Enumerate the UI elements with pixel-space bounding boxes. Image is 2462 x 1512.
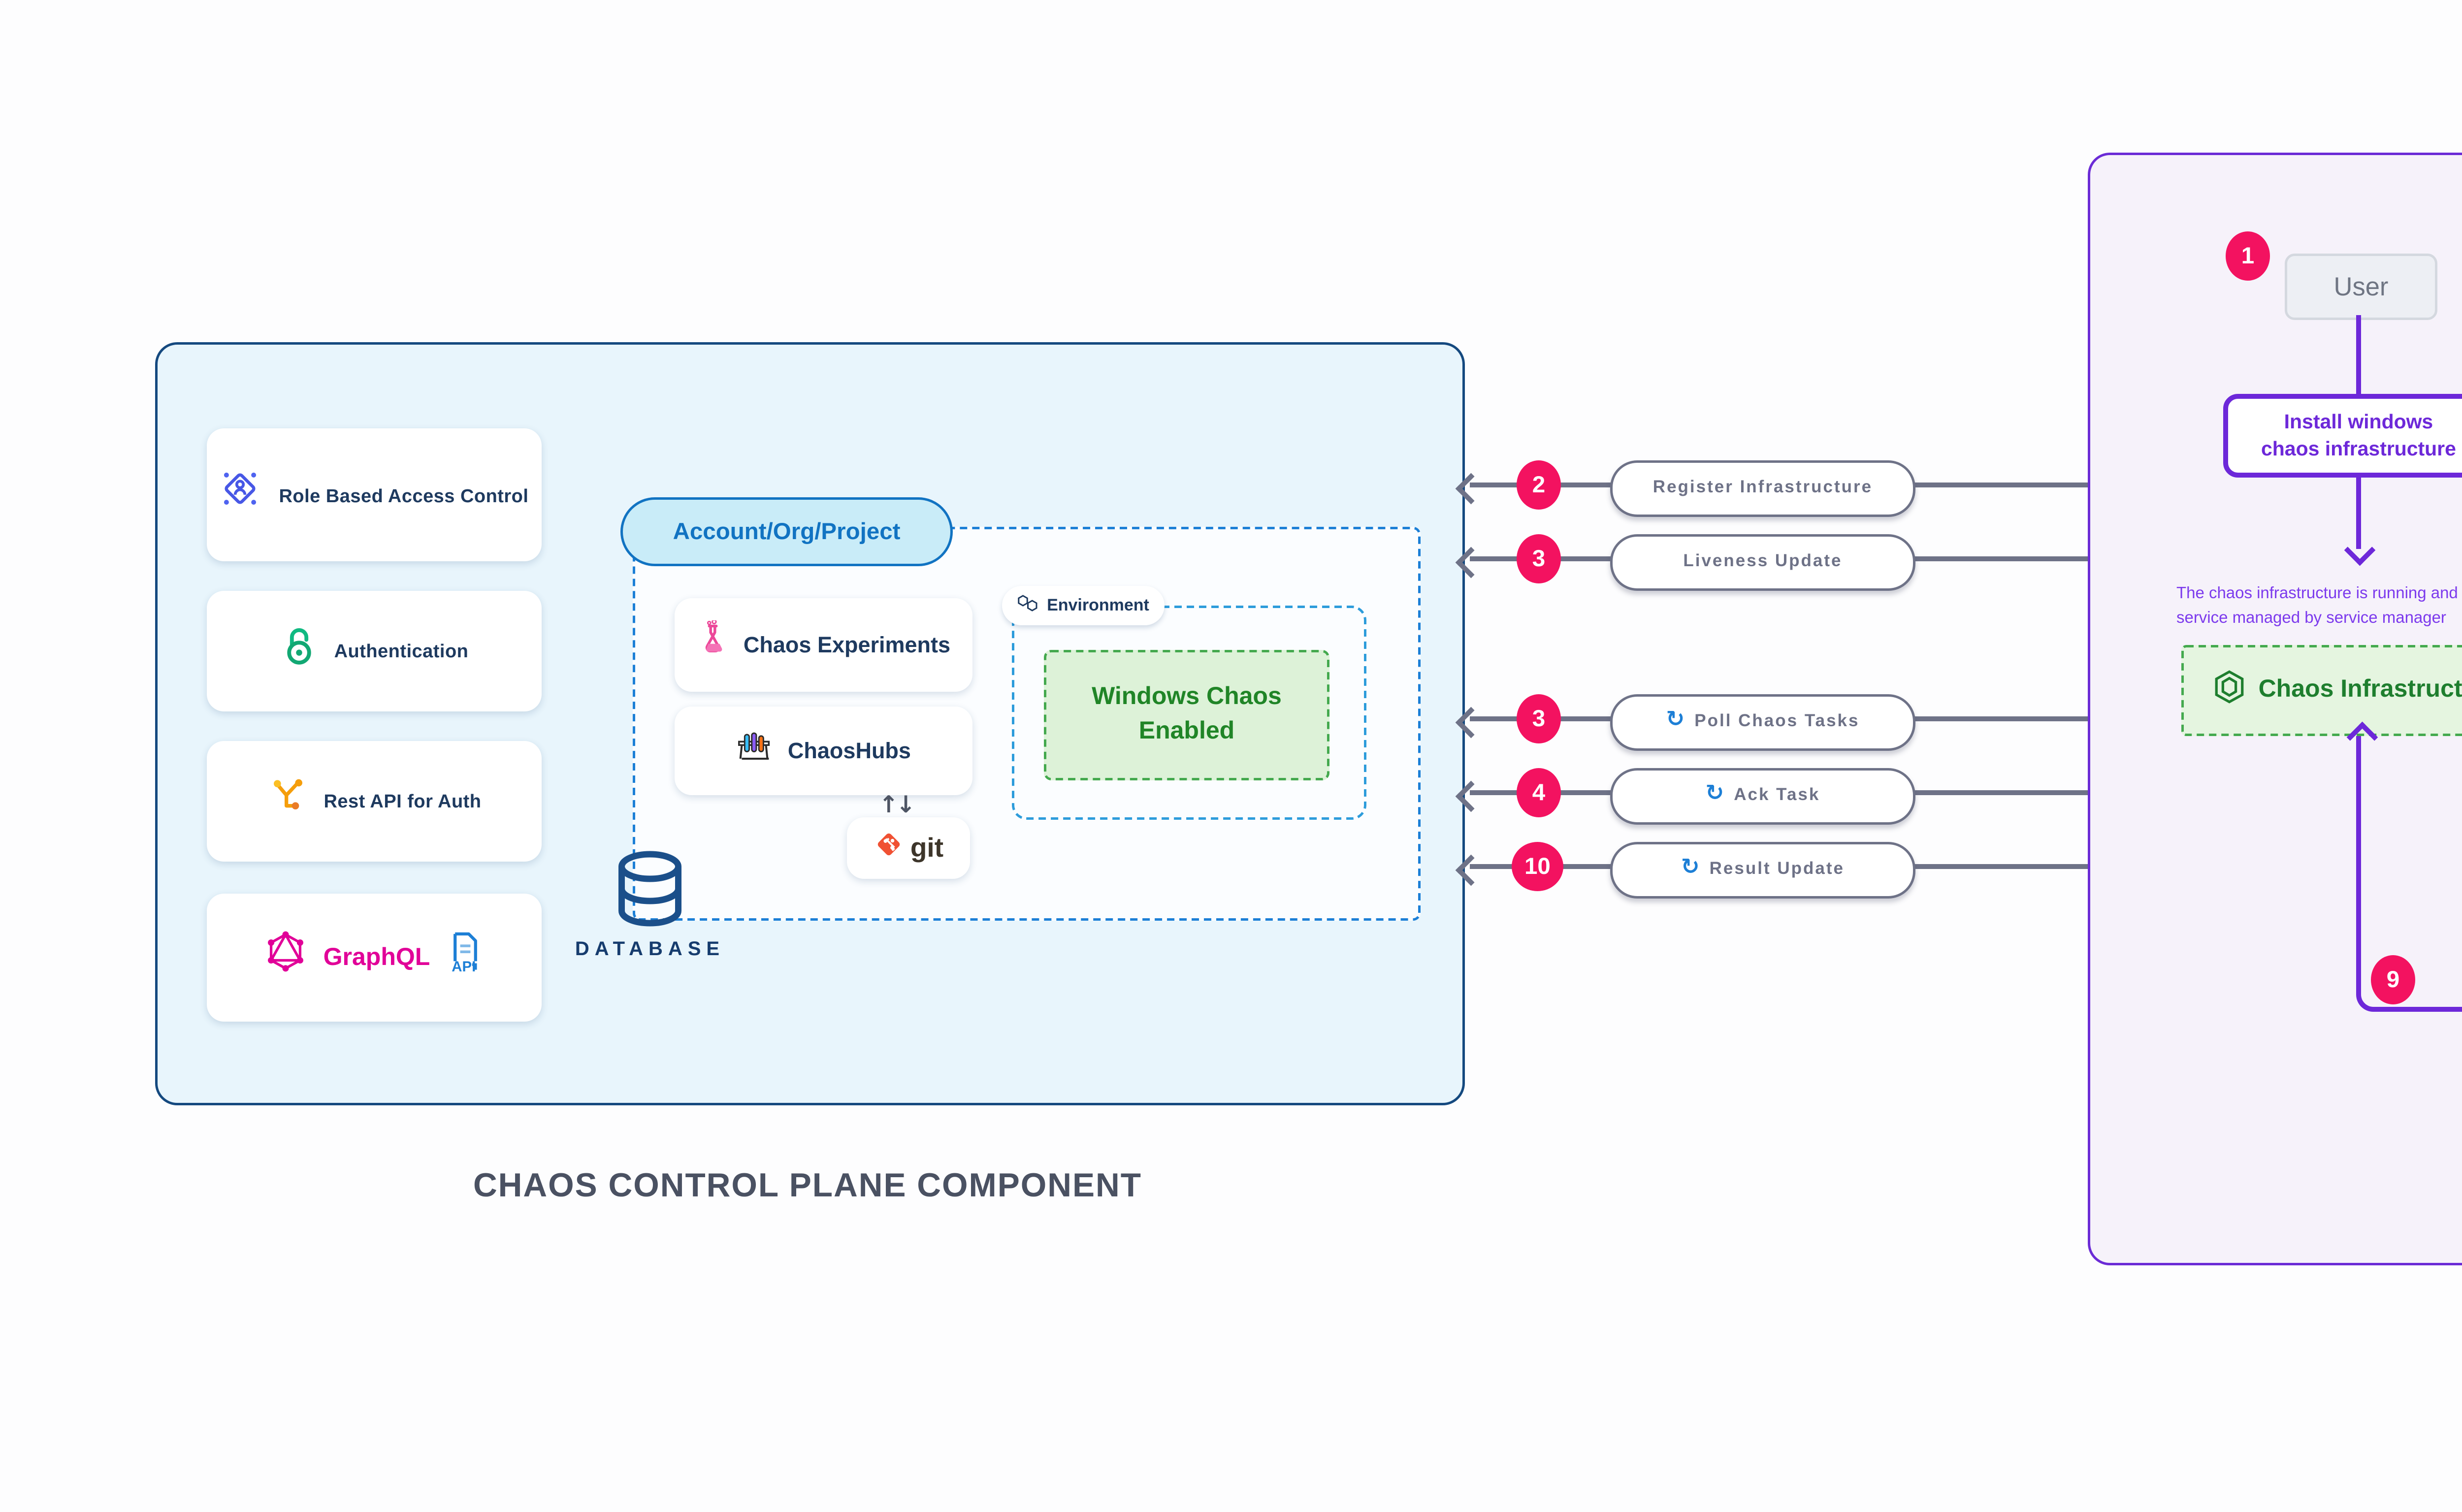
- flow-label-text: Liveness Update: [1683, 552, 1843, 570]
- chaoshubs-rack-icon: [736, 728, 773, 774]
- auth-lock-icon: [280, 624, 317, 678]
- flow-badge: 2: [1517, 460, 1561, 510]
- chaos-experiments-card: Chaos Experiments: [675, 598, 972, 692]
- flask-icon: [697, 619, 729, 670]
- flow-label-register-infrastructure: Register Infrastructure: [1610, 459, 1915, 516]
- rest-api-branch-icon: [267, 775, 307, 827]
- environment-label: Environment: [1047, 597, 1149, 614]
- sync-icon: ↻: [1681, 857, 1700, 881]
- database-icon: [613, 849, 687, 948]
- windows-chaos-enabled-box: Windows Chaos Enabled: [1044, 650, 1329, 780]
- svg-text:API: API: [451, 958, 475, 974]
- environment-pill: Environment: [1002, 586, 1165, 625]
- chaoshubs-card: ChaosHubs: [675, 707, 972, 795]
- flow-label-text: Ack Task: [1734, 786, 1820, 804]
- git-card: git: [847, 817, 970, 879]
- step6-note: The chaos infrastructure is running and …: [2176, 586, 2462, 629]
- flow-label-liveness-update: Liveness Update: [1610, 533, 1915, 590]
- step-badge-9: 9: [2371, 955, 2415, 1004]
- flow-badge: 3: [1517, 534, 1561, 583]
- chaos-experiments-label: Chaos Experiments: [743, 633, 951, 657]
- connector-user-install: [2355, 315, 2360, 394]
- sync-icon: ↻: [1666, 709, 1685, 734]
- connector-install-infra: [2355, 478, 2360, 549]
- git-label: git: [910, 833, 944, 863]
- user-box: User: [2285, 254, 2437, 320]
- card-graphql: GraphQL API: [207, 894, 542, 1022]
- sync-updown-arrows-icon: ↑↓: [879, 793, 916, 820]
- flow-label-result-update: ↻ Result Update: [1610, 840, 1915, 898]
- card-rest-api-label: Rest API for Auth: [324, 790, 482, 812]
- card-authentication-label: Authentication: [334, 640, 469, 662]
- flow-label-text: Result Update: [1709, 860, 1845, 878]
- git-icon: [874, 826, 903, 870]
- flow-badge: 10: [1512, 842, 1563, 891]
- graphql-icon: [267, 931, 306, 985]
- chaos-infrastructure-box: Chaos Infrastructure: [2181, 645, 2462, 736]
- execution-plane-title: CHAOS EXECUTION PLANE COMPONENT: [2088, 1337, 2462, 1374]
- flow-label-ack-task: ↻ Ack Task: [1610, 767, 1915, 824]
- card-graphql-label: GraphQL: [323, 944, 430, 971]
- chaoshubs-label: ChaosHubs: [787, 739, 911, 763]
- card-rbac-label: Role Based Access Control: [279, 483, 529, 506]
- flow-badge: 3: [1517, 694, 1561, 743]
- rbac-icon: [220, 468, 261, 522]
- database-label: DATABASE: [575, 938, 725, 960]
- flow-label-text: Poll Chaos Tasks: [1694, 712, 1860, 730]
- connector-generate-infra: [2356, 731, 2462, 1012]
- step-badge-1: 1: [2226, 231, 2270, 281]
- chaos-infrastructure-hexagon-icon: [2214, 670, 2246, 711]
- api-doc-icon: API: [447, 930, 482, 986]
- flow-label-poll-chaos-tasks: ↻ Poll Chaos Tasks: [1610, 693, 1915, 750]
- sync-icon: ↻: [1705, 783, 1724, 807]
- account-org-project-pill: Account/Org/Project: [620, 497, 953, 566]
- flow-badge: 4: [1517, 768, 1561, 817]
- install-windows-chaos-infrastructure-box: Install windows chaos infrastructure: [2223, 394, 2462, 478]
- flow-label-text: Register Infrastructure: [1652, 479, 1873, 496]
- environment-hexagons-icon: [1017, 593, 1039, 618]
- environment-container: [1012, 606, 1366, 820]
- card-rest-api: Rest API for Auth: [207, 741, 542, 862]
- chaos-infrastructure-label: Chaos Infrastructure: [2258, 677, 2462, 704]
- card-rbac: Role Based Access Control: [207, 428, 542, 561]
- control-plane-title: CHAOS CONTROL PLANE COMPONENT: [473, 1167, 1142, 1204]
- card-authentication: Authentication: [207, 591, 542, 711]
